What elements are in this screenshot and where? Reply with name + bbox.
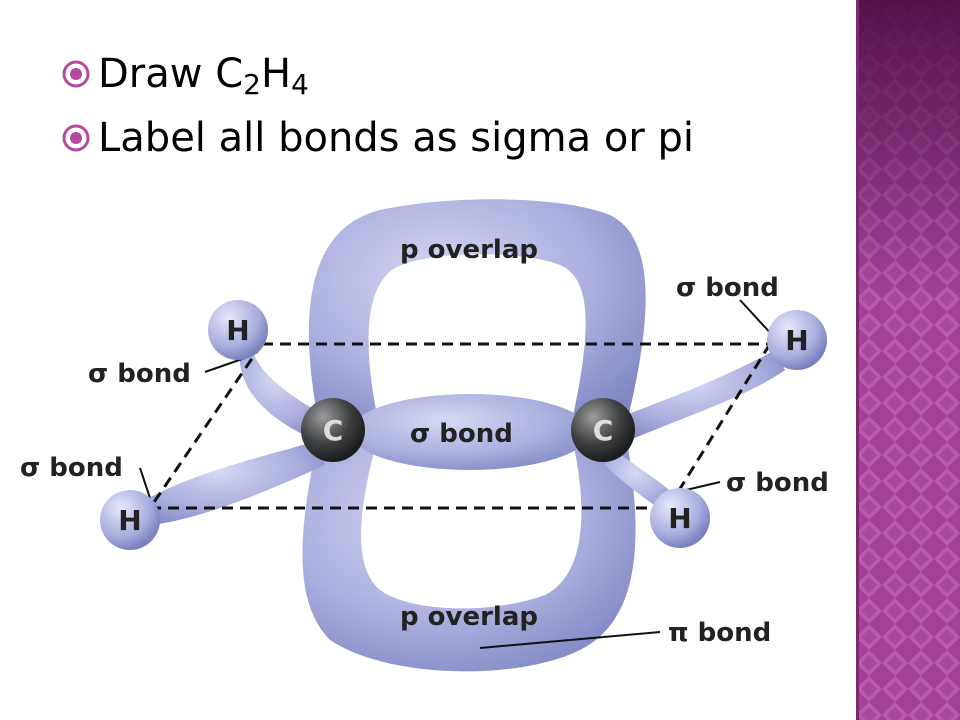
label-sigma-bond-bottom-right: σ bond <box>726 468 829 498</box>
p-overlap-bottom-lobe <box>302 430 636 672</box>
label-p-overlap-bottom: p overlap <box>400 602 538 632</box>
ethene-orbital-diagram: H H H H C C p overlap p overlap σ bond σ… <box>20 199 829 672</box>
bullet-text: Draw C <box>98 51 244 97</box>
sigma-lobe-top-right <box>625 350 785 440</box>
bullet-label-bonds: Label all bonds as sigma or pi <box>62 106 694 170</box>
atom-label: H <box>226 314 249 347</box>
label-sigma-bond-top-right: σ bond <box>676 273 779 303</box>
hydrogen-atom-top-right: H <box>767 310 827 370</box>
atom-label: H <box>785 324 808 357</box>
sigma-bond-center-lobe <box>350 394 590 470</box>
subscript-4: 4 <box>291 67 309 101</box>
molecular-plane-dashed <box>148 342 772 510</box>
sigma-lobe-bottom-left <box>145 440 325 525</box>
atom-label: H <box>118 504 141 537</box>
atom-label: C <box>593 414 614 447</box>
hydrogen-atom-bottom-left: H <box>100 490 160 550</box>
p-overlap-top-lobe <box>308 199 646 430</box>
label-p-overlap-top: p overlap <box>400 235 538 265</box>
label-sigma-bond-center: σ bond <box>410 419 513 449</box>
subscript-2: 2 <box>243 67 261 101</box>
label-pi-bond: π bond <box>668 618 771 648</box>
carbon-atom-right: C <box>571 398 635 462</box>
atom-label: H <box>668 502 691 535</box>
carbon-atom-left: C <box>301 398 365 462</box>
atom-label: C <box>323 414 344 447</box>
label-sigma-bond-top-left: σ bond <box>88 359 191 389</box>
hydrogen-atom-top-left: H <box>208 300 268 360</box>
decorative-side-band <box>856 0 960 720</box>
circle-bullet-icon <box>62 124 90 152</box>
label-sigma-bond-bottom-left: σ bond <box>20 453 123 483</box>
bullet-text-h: H <box>260 51 292 97</box>
hydrogen-atom-bottom-right: H <box>650 488 710 548</box>
bullet-text: Label all bonds as sigma or pi <box>98 115 694 161</box>
circle-bullet-icon <box>62 60 90 88</box>
